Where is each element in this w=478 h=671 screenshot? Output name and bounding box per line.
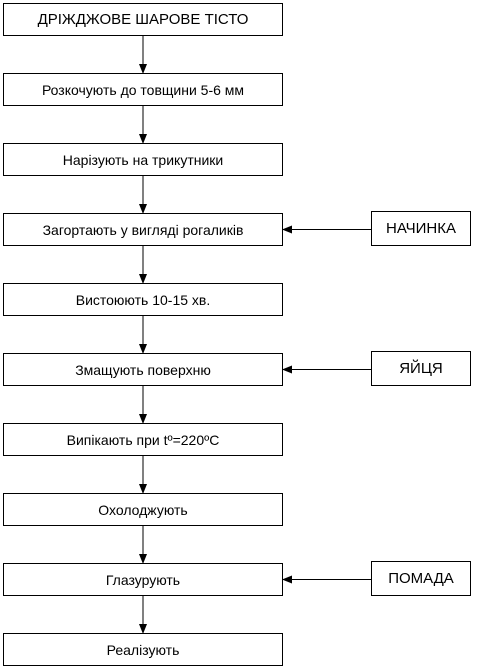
step-label-4: Вистоюють 10-15 хв.	[75, 291, 211, 308]
input-label-2: ПОМАДА	[388, 570, 454, 587]
step-box-8: Глазурують	[3, 563, 283, 596]
input-label-0: НАЧИНКА	[385, 220, 457, 237]
step-label-6: Випікають при tº=220ºС	[66, 431, 220, 448]
step-label-8: Глазурують	[105, 571, 181, 588]
step-box-1: Розкочують до товщини 5-6 мм	[3, 73, 283, 106]
step-box-9: Реалізують	[3, 633, 283, 666]
input-box-2: ПОМАДА	[371, 561, 471, 596]
step-label-9: Реалізують	[106, 641, 180, 658]
step-label-0: ДРІЖДЖОВЕ ШАРОВЕ ТІСТО	[37, 11, 249, 28]
step-box-5: Змащують поверхню	[3, 353, 283, 386]
step-label-1: Розкочують до товщини 5-6 мм	[41, 81, 245, 98]
step-label-2: Нарізують на трикутники	[62, 151, 224, 168]
step-box-0: ДРІЖДЖОВЕ ШАРОВЕ ТІСТО	[3, 3, 283, 36]
step-label-5: Змащують поверхню	[75, 361, 211, 378]
input-box-0: НАЧИНКА	[371, 211, 471, 246]
input-label-1: ЯЙЦЯ	[399, 360, 443, 377]
step-label-7: Охолоджують	[98, 501, 188, 518]
step-box-2: Нарізують на трикутники	[3, 143, 283, 176]
step-box-4: Вистоюють 10-15 хв.	[3, 283, 283, 316]
step-box-3: Загортають у вигляді рогаликів	[3, 213, 283, 246]
step-box-6: Випікають при tº=220ºС	[3, 423, 283, 456]
step-box-7: Охолоджують	[3, 493, 283, 526]
input-box-1: ЯЙЦЯ	[371, 351, 471, 386]
step-label-3: Загортають у вигляді рогаликів	[42, 221, 244, 238]
